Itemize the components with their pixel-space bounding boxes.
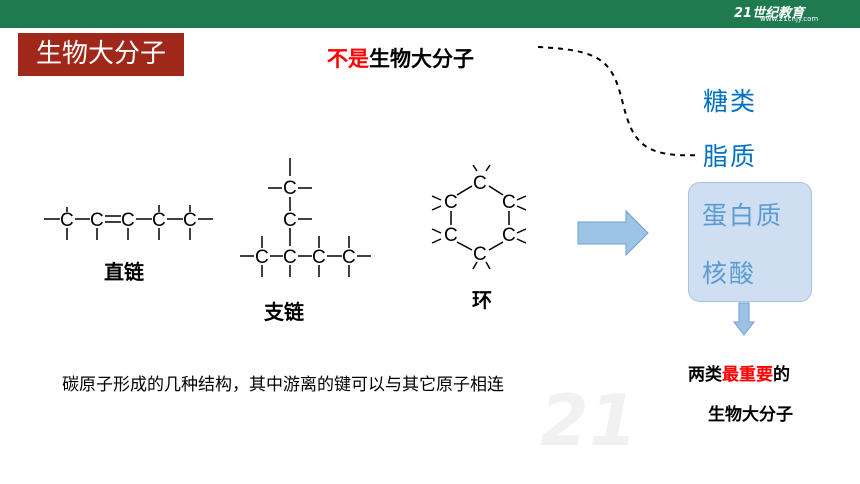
macro-protein: 蛋白质 xyxy=(702,201,784,230)
slide-title: 生物大分子 xyxy=(18,33,184,76)
branch-c1: C xyxy=(255,247,269,268)
branch-c3: C xyxy=(312,247,326,268)
branch-c4: C xyxy=(342,247,356,268)
ring-c-bottom: C xyxy=(473,244,487,265)
ring-c-lr: C xyxy=(502,225,516,246)
label-straight-chain: 直链 xyxy=(104,260,144,284)
branch-mid-c: C xyxy=(283,210,297,231)
ring-c-ll: C xyxy=(444,225,458,246)
not-macro-heading: 不是生物大分子 xyxy=(327,43,474,73)
non-macro-sugar: 糖类 xyxy=(703,87,758,116)
brand-url: www.21cnjy.com xyxy=(760,15,819,23)
right-arrow-shape xyxy=(577,209,649,257)
brand-logo: 21世纪教育 xyxy=(734,6,805,21)
watermark: 21 xyxy=(540,380,638,462)
non-macro-lipid: 脂质 xyxy=(703,142,758,171)
ring-c-ur: C xyxy=(502,192,516,213)
label-branched-chain: 支链 xyxy=(264,300,304,324)
straight-chain-diagram: C C C C C xyxy=(44,205,213,240)
ring-c-top: C xyxy=(473,173,487,194)
chain-c3: C xyxy=(121,210,135,231)
conclusion-suffix: 的 xyxy=(773,365,790,385)
chain-c2: C xyxy=(90,210,104,231)
conclusion-prefix: 两类 xyxy=(688,365,722,385)
macro-nucleic-acid: 核酸 xyxy=(702,259,757,288)
down-arrow-shape xyxy=(732,302,756,336)
ring-diagram: C C C C C C xyxy=(431,164,527,270)
not-macro-red: 不是 xyxy=(327,47,369,71)
conclusion-line2: 生物大分子 xyxy=(708,405,793,425)
chain-c1: C xyxy=(60,210,74,231)
branched-chain-diagram: C C C C C C xyxy=(240,158,371,277)
conclusion-line1: 两类最重要的 xyxy=(688,360,790,385)
dashed-curve xyxy=(537,46,701,157)
label-ring: 环 xyxy=(472,288,492,312)
not-macro-black: 生物大分子 xyxy=(369,47,474,71)
top-bar: 21世纪教育 www.21cnjy.com xyxy=(0,0,860,28)
structure-caption: 碳原子形成的几种结构，其中游离的键可以与其它原子相连 xyxy=(62,375,504,395)
branch-top-c: C xyxy=(283,178,297,199)
macro-box xyxy=(688,182,812,302)
branch-c2: C xyxy=(283,247,297,268)
chain-c5: C xyxy=(183,210,197,231)
conclusion-emphasis: 最重要 xyxy=(722,365,773,385)
chain-c4: C xyxy=(152,210,166,231)
ring-c-ul: C xyxy=(444,192,458,213)
